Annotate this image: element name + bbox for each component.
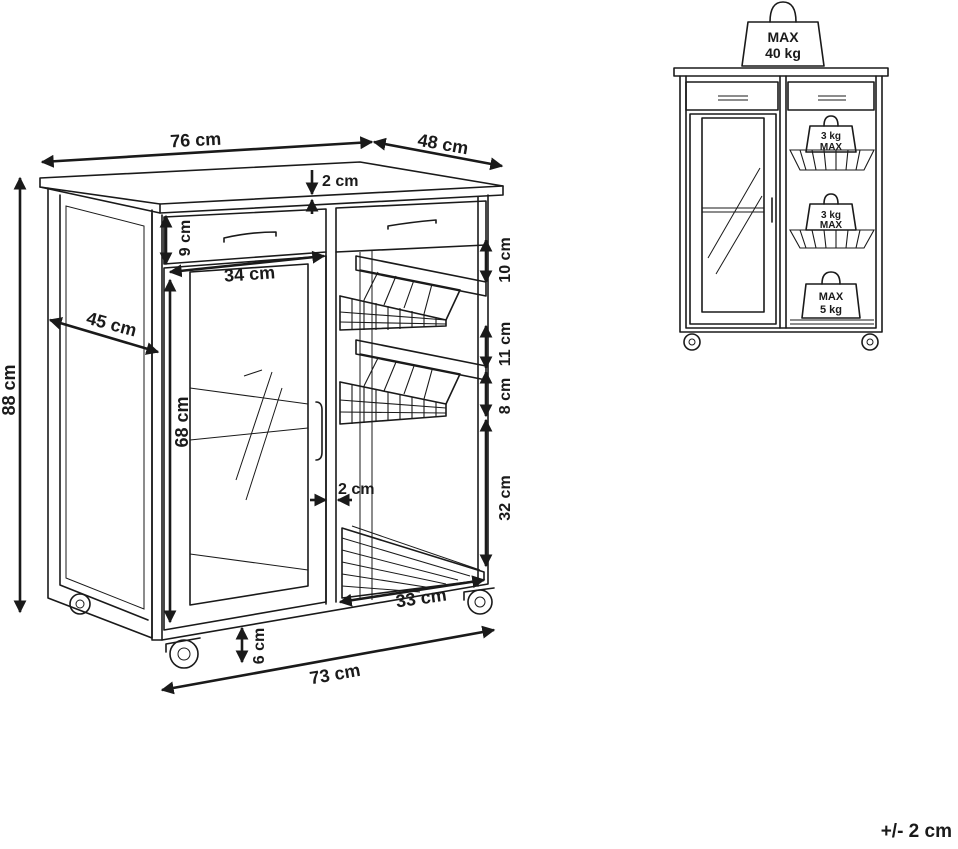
basket1-max-label: MAX bbox=[820, 142, 843, 153]
dim-lower-space: 32 cm bbox=[497, 475, 514, 520]
basket1-max-value: 3 kg bbox=[821, 131, 841, 142]
weight-icon: MAX 40 kg bbox=[741, 1, 825, 67]
dim-basket-top-gap: 10 cm bbox=[497, 237, 514, 282]
dimension-arrows bbox=[13, 136, 504, 695]
shelf-max-label: MAX bbox=[819, 291, 844, 303]
basket2-max-label: MAX bbox=[820, 220, 843, 231]
dim-top-width: 76 cm bbox=[170, 129, 222, 152]
top-max-label: MAX bbox=[767, 29, 799, 45]
tolerance-note: +/- 2 cm bbox=[880, 821, 952, 842]
wire-basket-lower bbox=[339, 339, 487, 425]
slatted-shelf bbox=[341, 525, 485, 599]
dim-door-gap: 2 cm bbox=[338, 481, 374, 498]
dim-side-depth: 45 cm bbox=[84, 308, 138, 341]
weight-icon: 3 kg MAX bbox=[805, 193, 857, 231]
dim-shelf-width: 33 cm bbox=[394, 585, 447, 612]
load-capacity-diagram: MAX 40 kg 3 kg MAX 3 kg MAX bbox=[673, 1, 889, 351]
shelf-max-value: 5 kg bbox=[820, 304, 842, 316]
dim-base-width: 73 cm bbox=[308, 660, 362, 689]
dim-height: 88 cm bbox=[0, 364, 19, 415]
weight-icon: 3 kg MAX bbox=[805, 115, 857, 153]
basket2-max-value: 3 kg bbox=[821, 210, 841, 221]
dim-basket-gap: 11 cm bbox=[497, 322, 514, 366]
dim-basket-height: 8 cm bbox=[497, 378, 514, 414]
dim-top-thickness: 2 cm bbox=[322, 173, 358, 190]
top-max-value: 40 kg bbox=[765, 45, 801, 61]
dim-cabinet-width: 34 cm bbox=[223, 262, 275, 286]
dim-drawer-height: 9 cm bbox=[177, 220, 194, 256]
cabinet-perspective-drawing bbox=[39, 161, 504, 669]
wire-basket-upper bbox=[339, 255, 487, 331]
dim-cabinet-height: 68 cm bbox=[172, 396, 192, 447]
dim-wheel-height: 6 cm bbox=[251, 628, 268, 664]
weight-icon: MAX 5 kg bbox=[801, 271, 861, 319]
dim-top-depth: 48 cm bbox=[416, 130, 470, 159]
